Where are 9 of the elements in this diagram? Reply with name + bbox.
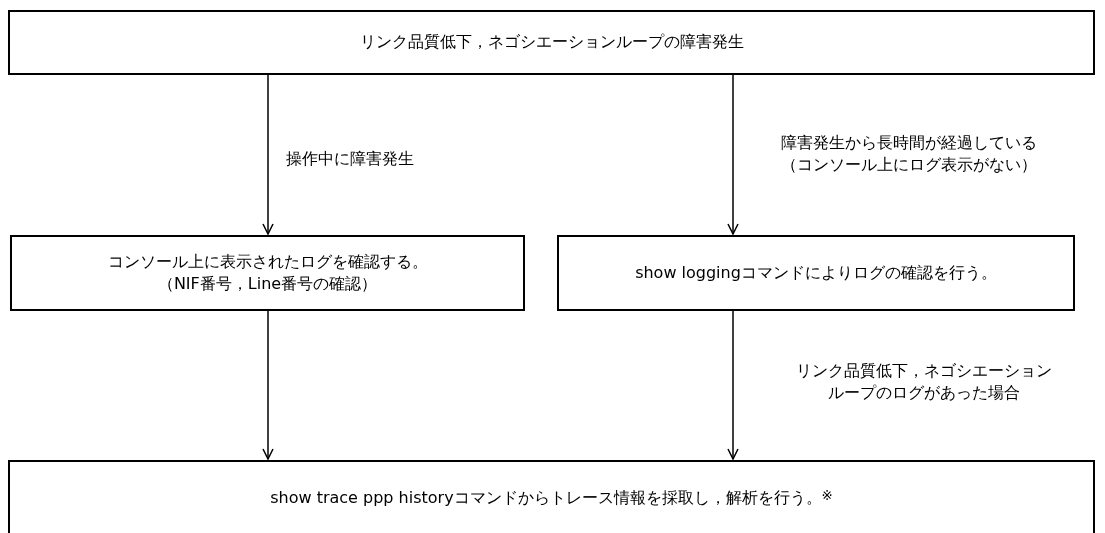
process-box: show trace ppp historyコマンドからトレース情報を採取し，解析を行う。$^{※}$ [8, 460, 1095, 533]
arrow [727, 310, 739, 460]
arrow [262, 310, 274, 460]
arrow [727, 74, 739, 235]
process-box: リンク品質低下，ネゴシエーションループの障害発生 [8, 10, 1095, 75]
arrow [262, 74, 274, 235]
edge-label: 操作中に障害発生 [285, 148, 415, 170]
process-box: コンソール上に表示されたログを確認する。（NIF番号，Line番号の確認） [10, 235, 525, 311]
process-box: show loggingコマンドによりログの確認を行う。 [557, 235, 1075, 311]
